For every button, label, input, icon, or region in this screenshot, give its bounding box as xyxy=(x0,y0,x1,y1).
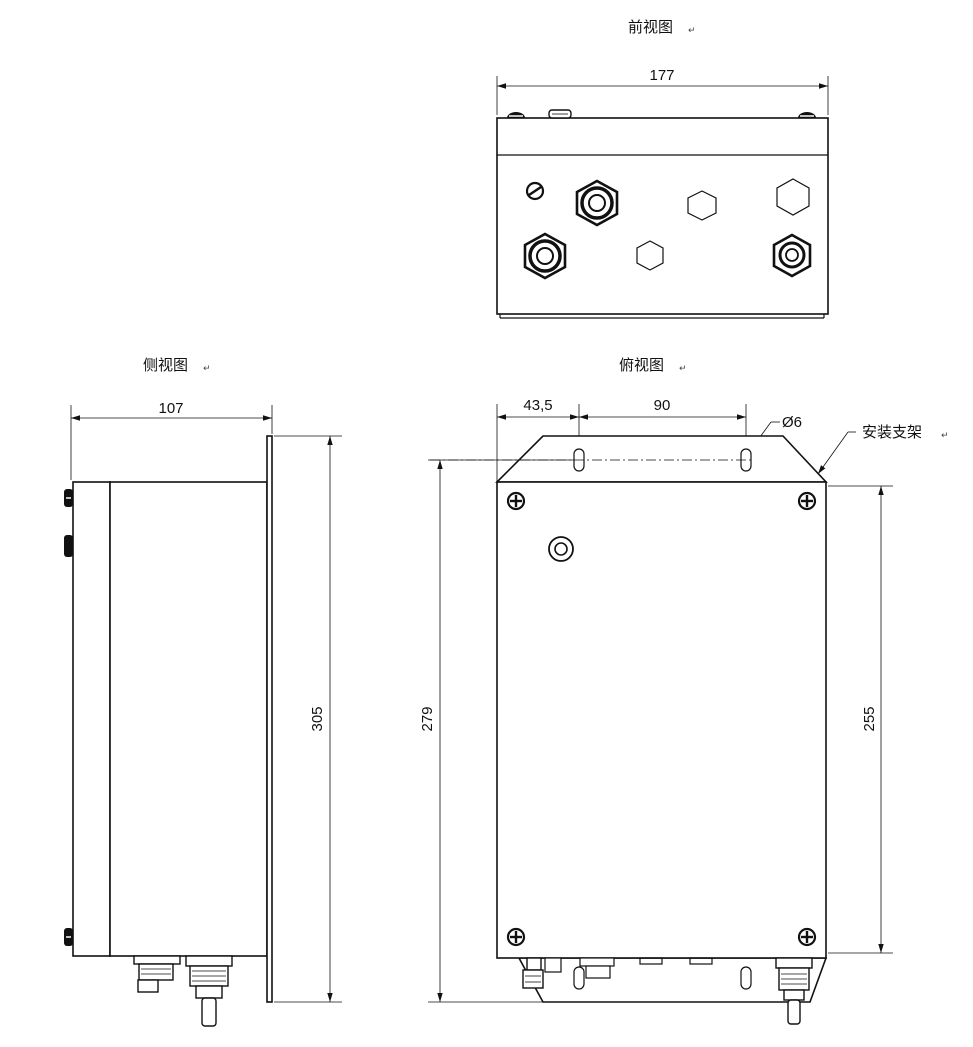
hex-plug-icon xyxy=(639,957,663,965)
side-view: 侧视图 ↵ 107 xyxy=(64,356,342,1027)
top-enclosure-body xyxy=(496,481,827,959)
dimension-hole-positions: 43,5 90 xyxy=(496,397,747,482)
hex-plug-icon xyxy=(776,178,810,216)
corner-screw-icon xyxy=(506,491,526,511)
bracket-callout: 安装支架 ↵ xyxy=(817,423,949,475)
mounting-slot-icon xyxy=(740,966,752,990)
vent-icon xyxy=(64,535,73,557)
dim-o6-label: Ø6 xyxy=(782,414,802,431)
top-mounting-bracket xyxy=(495,435,828,483)
cable-gland-icon xyxy=(523,232,567,280)
top-vent-icon xyxy=(548,109,572,119)
front-title-return-mark: ↵ xyxy=(688,26,696,36)
cable-icon xyxy=(201,997,217,1027)
cable-gland-icon xyxy=(775,957,813,1025)
corner-screw-icon xyxy=(797,927,817,947)
dim-255-label: 255 xyxy=(861,706,878,731)
top-title-return-mark: ↵ xyxy=(679,364,687,374)
dim-43-5-label: 43,5 xyxy=(523,397,552,414)
cable-icon xyxy=(787,999,801,1025)
dim-90-label: 90 xyxy=(654,397,671,414)
hex-plug-icon xyxy=(687,190,717,221)
lid-screw-icon xyxy=(798,112,816,118)
mounting-slot-icon xyxy=(740,448,752,472)
cable-gland-icon xyxy=(579,957,615,979)
dimension-body-height: 255 xyxy=(828,485,893,954)
slotted-screw-icon xyxy=(525,181,545,201)
front-view-title: 前视图 xyxy=(628,18,673,36)
side-mounting-plate xyxy=(266,435,273,1003)
dim-279-label: 279 xyxy=(419,706,436,731)
hex-plug-icon xyxy=(636,240,664,271)
dimension-front-width: 177 xyxy=(496,67,829,115)
cable-gland-icon xyxy=(133,955,181,993)
lid-screw-icon xyxy=(64,928,73,946)
side-view-title: 侧视图 xyxy=(143,356,188,374)
top-view: 俯视图 ↵ 43,5 90 Ø6 安装支架 ↵ xyxy=(419,356,949,1025)
bracket-label: 安装支架 xyxy=(862,423,922,441)
cable-gland-icon xyxy=(772,233,812,278)
corner-screw-icon xyxy=(797,491,817,511)
side-lid xyxy=(72,481,111,957)
vent-icon xyxy=(548,536,574,562)
cable-gland-icon xyxy=(185,955,233,1027)
side-title-return-mark: ↵ xyxy=(203,364,211,374)
front-enclosure-body xyxy=(496,117,829,315)
corner-screw-icon xyxy=(506,927,526,947)
mounting-slot-icon xyxy=(573,966,585,990)
top-view-title: 俯视图 xyxy=(619,356,664,374)
lid-screw-icon xyxy=(64,489,73,507)
dimension-side-depth: 107 xyxy=(70,400,273,480)
cable-gland-icon xyxy=(522,957,562,989)
front-view: 前视图 ↵ 177 xyxy=(496,18,829,319)
cable-gland-icon xyxy=(575,179,619,227)
dim-107-label: 107 xyxy=(158,400,183,417)
lid-screw-icon xyxy=(507,112,525,118)
dimension-side-height: 305 xyxy=(274,435,342,1003)
bracket-label-return-mark: ↵ xyxy=(941,431,949,441)
dim-177-label: 177 xyxy=(649,67,674,84)
dimension-bracket-height: 279 xyxy=(419,459,574,1003)
side-enclosure-body xyxy=(109,481,268,957)
hex-plug-icon xyxy=(689,957,713,965)
dim-305-label: 305 xyxy=(309,706,326,731)
